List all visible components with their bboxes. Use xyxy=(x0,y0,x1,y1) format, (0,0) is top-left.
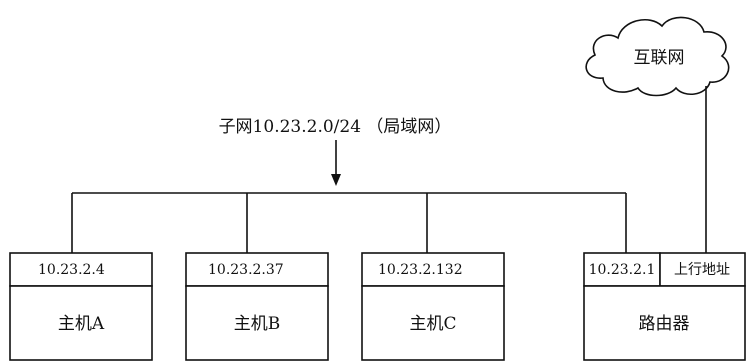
router-uplink-label: 上行地址 xyxy=(674,262,730,278)
host-b: 10.23.2.37 主机B xyxy=(185,252,329,361)
host-name: 主机A xyxy=(58,314,105,334)
arrow-head-icon xyxy=(331,174,341,186)
subnet-label: 子网10.23.2.0/24 （局域网） xyxy=(219,117,452,137)
cloud-label: 互联网 xyxy=(634,48,685,68)
router-address: 10.23.2.1 xyxy=(589,262,656,278)
host-address: 10.23.2.4 xyxy=(38,262,105,278)
router-name: 路由器 xyxy=(639,314,690,334)
host-address: 10.23.2.132 xyxy=(378,262,463,278)
host-name: 主机C xyxy=(409,314,456,334)
internet-cloud-icon xyxy=(585,16,730,97)
host-address: 10.23.2.37 xyxy=(208,262,284,278)
host-a: 10.23.2.4 主机A xyxy=(9,252,153,361)
host-name: 主机B xyxy=(234,314,281,334)
router: 10.23.2.1 上行地址 路由器 xyxy=(583,252,746,361)
host-c: 10.23.2.132 主机C xyxy=(361,252,505,361)
